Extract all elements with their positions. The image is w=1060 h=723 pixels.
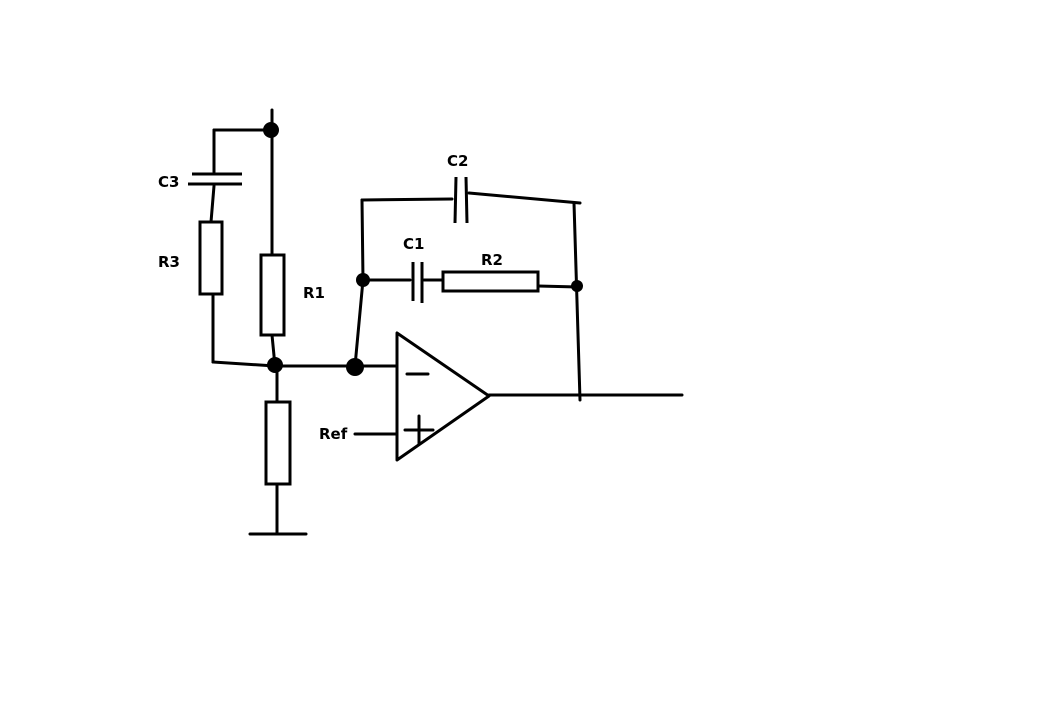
junction-r2-right: [571, 280, 583, 292]
label-r3: R3: [158, 253, 180, 271]
label-c1: C1: [403, 235, 424, 253]
op-amp: [395, 331, 491, 462]
label-r1: R1: [303, 284, 325, 302]
feedback-left-lower-wire: [353, 278, 365, 368]
junction-main-node: [267, 357, 283, 373]
junction-c1-left: [356, 273, 370, 287]
label-c3: C3: [158, 173, 179, 191]
label-c2: C2: [447, 152, 468, 170]
feedback-right-wire: [572, 201, 582, 402]
c2-plate-left: [453, 176, 458, 224]
junction-top: [263, 122, 279, 138]
c2-plate-right: [464, 176, 469, 224]
resistor-r1: [259, 253, 286, 337]
resistor-r3: [198, 220, 224, 296]
resistor-lower: [264, 400, 292, 486]
label-r2: R2: [481, 251, 503, 269]
resistor-r2: [441, 270, 540, 293]
c3-r3-wire: [209, 184, 216, 224]
op-amp-body: [395, 331, 491, 462]
capacitor-c2: [453, 176, 469, 224]
capacitor-c1: [411, 262, 424, 303]
c2-right-wire: [467, 191, 582, 205]
feedback-left-upper-wire: [360, 198, 365, 282]
label-ref: Ref: [319, 425, 348, 443]
c2-left-wire: [360, 197, 454, 202]
capacitor-c3: [188, 172, 242, 186]
junction-inverting-node: [346, 358, 364, 376]
r3-to-node-wire: [211, 360, 277, 368]
